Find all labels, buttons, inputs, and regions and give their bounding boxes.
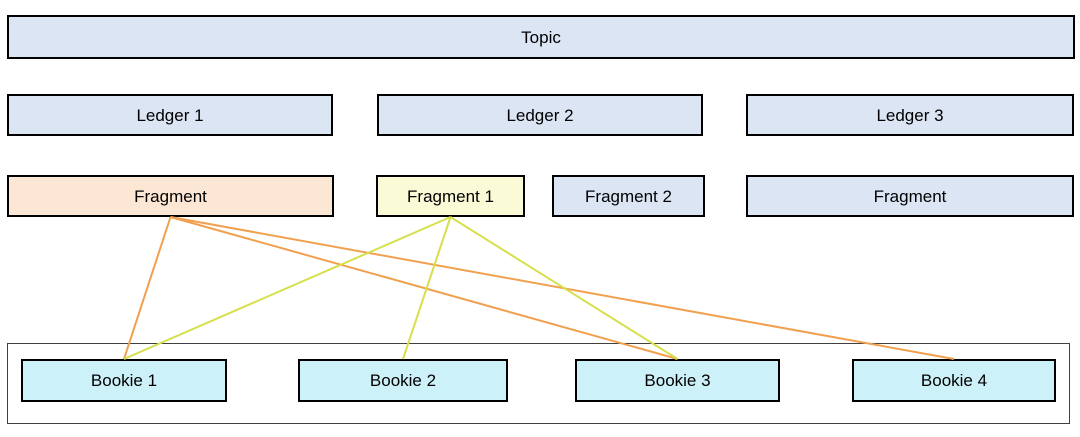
- bookie2-node: Bookie 2: [298, 359, 508, 402]
- fragment1-node: Fragment 1: [376, 175, 525, 217]
- bookie3-node: Bookie 3: [575, 359, 780, 402]
- bookie1-node: Bookie 1: [21, 359, 227, 402]
- topic-node: Topic: [7, 15, 1075, 59]
- edge-fragment1-bookie2: [402, 216, 452, 360]
- edge-fragment1-bookie3: [449, 216, 679, 360]
- bookie4-node: Bookie 4: [852, 359, 1056, 402]
- ledger2-node: Ledger 2: [377, 94, 703, 136]
- ledger1-node: Ledger 1: [7, 94, 333, 136]
- edge-fragment_l-bookie4: [170, 216, 955, 360]
- fragment-left-node: Fragment: [7, 175, 334, 217]
- edge-fragment_l-bookie3: [170, 216, 678, 360]
- edge-fragment1-bookie1: [123, 216, 451, 360]
- edge-fragment_l-bookie1: [123, 216, 172, 360]
- fragment2-node: Fragment 2: [552, 175, 705, 217]
- fragment-right-node: Fragment: [746, 175, 1074, 217]
- ledger3-node: Ledger 3: [746, 94, 1074, 136]
